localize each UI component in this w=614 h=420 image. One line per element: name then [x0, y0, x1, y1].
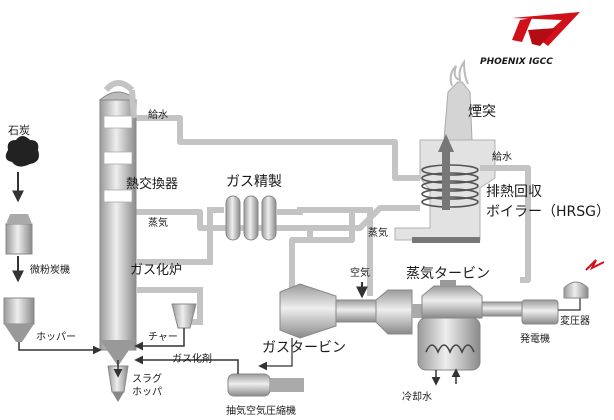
steam-center-label: 蒸気	[368, 226, 388, 239]
slag-hopper-label-1: スラグ	[132, 372, 162, 385]
steam-left-label: 蒸気	[148, 216, 168, 229]
phoenix-logo-icon	[512, 12, 580, 46]
feedwater-right-label: 給水	[492, 150, 512, 163]
pulverizer	[5, 214, 33, 255]
generator-label: 発電機	[520, 332, 550, 345]
gas-turbine-label: ガスタービン	[262, 340, 346, 356]
char-cyclone	[134, 287, 203, 351]
hrsg-label-2: ボイラー（HRSG）	[486, 204, 610, 220]
char-label: チャー	[148, 331, 178, 343]
gasifying-agent-label: ガス化剤	[172, 352, 212, 365]
hopper	[3, 297, 35, 342]
steam-water-pipes	[134, 115, 531, 290]
hopper-label: ホッパー	[36, 331, 76, 343]
transformer	[563, 259, 605, 299]
pulverizer-label: 微粉炭機	[30, 263, 70, 276]
gas-cleanup-label: ガス精製	[226, 174, 282, 190]
heat-exchanger-label: 熱交換器	[126, 176, 178, 192]
condenser	[417, 317, 481, 386]
steam-turbine-label: 蒸気タービン	[406, 266, 490, 282]
gas-cleanup-unit	[136, 195, 373, 296]
coal-label: 石炭	[8, 124, 30, 137]
diagram-labels: PHOENIX IGCC 石炭 微粉炭機 ホッパー 熱交換器 給水 蒸気 ガス化…	[8, 57, 610, 417]
steam-turbine	[421, 280, 523, 319]
feedwater-left-label: 給水	[148, 108, 168, 121]
transformer-label: 変圧器	[560, 314, 590, 327]
stack-chimney	[443, 58, 473, 141]
extraction-compressor-label: 抽気空気圧縮機	[226, 404, 296, 417]
coal-feed-line	[3, 136, 102, 355]
gasifier-label: ガス化炉	[130, 263, 182, 278]
gasifier-tower	[98, 80, 138, 402]
generator	[521, 296, 581, 325]
extraction-air-compressor	[134, 338, 304, 397]
air-label: 空気	[350, 266, 370, 279]
gas-turbine	[279, 282, 424, 339]
slag-hopper-label-2: ホッパ	[132, 386, 162, 398]
hrsg-label-1: 排熱回収	[486, 184, 542, 200]
cooling-water-label: 冷却水	[402, 390, 432, 403]
logo-text: PHOENIX IGCC	[480, 57, 553, 67]
stack-label: 煙突	[468, 104, 496, 120]
hrsg-boiler	[394, 134, 496, 241]
